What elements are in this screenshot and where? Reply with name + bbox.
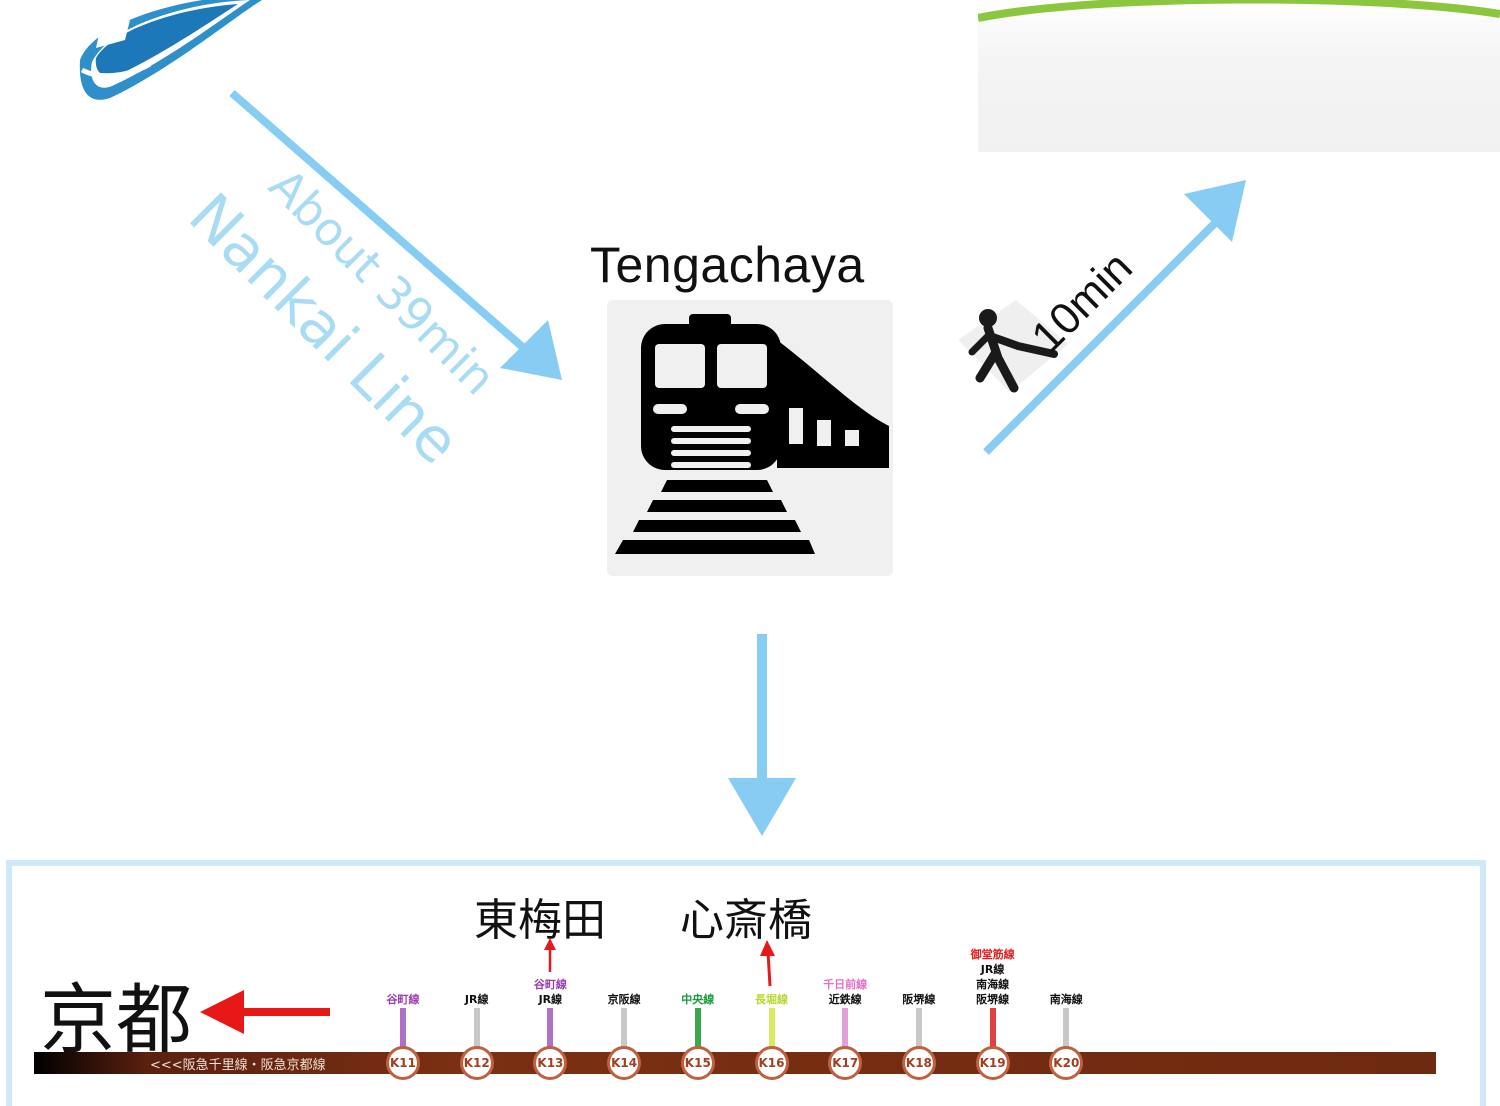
station-stem <box>842 1008 849 1048</box>
train-icon <box>607 300 893 576</box>
nankai-route-arrow <box>229 89 562 380</box>
transfer-line-label: 京阪線 <box>607 993 641 1006</box>
station-badge-k12[interactable]: K12 <box>459 1046 494 1080</box>
green-arc-decoration <box>978 0 1500 22</box>
station-stem <box>547 1008 554 1048</box>
destination-kyoto: 京都 <box>40 975 192 1064</box>
destination-higashi-umeda: 東梅田 <box>474 895 606 946</box>
station-stem <box>1063 1008 1070 1048</box>
walk-route-arrow <box>983 180 1246 455</box>
station-stem <box>694 1008 701 1048</box>
line-bar <box>34 1052 1436 1074</box>
higashi-umeda-arrow <box>544 938 556 972</box>
airplane-icon <box>79 0 262 100</box>
transfer-line-label: 千日前線 <box>823 978 868 991</box>
station-badge-k17[interactable]: K17 <box>828 1046 863 1080</box>
transfer-line-label: JR線 <box>464 993 489 1006</box>
station-stem <box>915 1008 922 1048</box>
transfer-line-label: 御堂筋線 <box>970 948 1015 961</box>
shinsaibashi-arrow <box>760 940 775 987</box>
transfer-line-label: 阪堺線 <box>902 993 936 1006</box>
station-badge-k11[interactable]: K11 <box>386 1046 420 1080</box>
station-stem <box>473 1008 480 1048</box>
station-stem <box>989 1008 996 1048</box>
transfer-line-label: 谷町線 <box>533 978 567 991</box>
transfer-line-label: 南海線 <box>976 978 1010 991</box>
transfer-line-label: 谷町線 <box>386 993 420 1006</box>
walking-person-icon <box>958 300 1068 393</box>
destination-shinsaibashi: 心斎橋 <box>680 895 812 946</box>
station-badge-k18[interactable]: K18 <box>901 1046 936 1080</box>
line-bar-label: <<<阪急千里線・阪急京都線 <box>150 1058 326 1073</box>
station-name: Tengachaya <box>590 237 865 293</box>
destination-card <box>978 0 1500 152</box>
station-badge-k15[interactable]: K15 <box>680 1046 715 1080</box>
station-badge-k19[interactable]: K19 <box>975 1046 1010 1080</box>
transfer-line-label: 阪堺線 <box>976 993 1010 1006</box>
transfer-line-label: 近鉄線 <box>828 993 862 1006</box>
transfer-line-label: 南海線 <box>1049 993 1083 1006</box>
station-badge-k14[interactable]: K14 <box>607 1046 642 1080</box>
transfer-line-label: 中央線 <box>681 993 715 1006</box>
transfer-line-label: JR線 <box>980 963 1005 976</box>
transfer-line-label: 長堀線 <box>755 993 788 1006</box>
kyoto-direction-arrow <box>200 990 330 1034</box>
station-badge-k16[interactable]: K16 <box>754 1046 789 1080</box>
station-stem <box>621 1008 628 1048</box>
station-badge-k13[interactable]: K13 <box>533 1046 568 1080</box>
station-badge-k20[interactable]: K20 <box>1049 1046 1084 1080</box>
transfer-line-label: JR線 <box>538 993 563 1006</box>
station-stem <box>400 1008 406 1048</box>
down-route-arrow <box>728 634 796 836</box>
station-stem <box>768 1008 775 1048</box>
